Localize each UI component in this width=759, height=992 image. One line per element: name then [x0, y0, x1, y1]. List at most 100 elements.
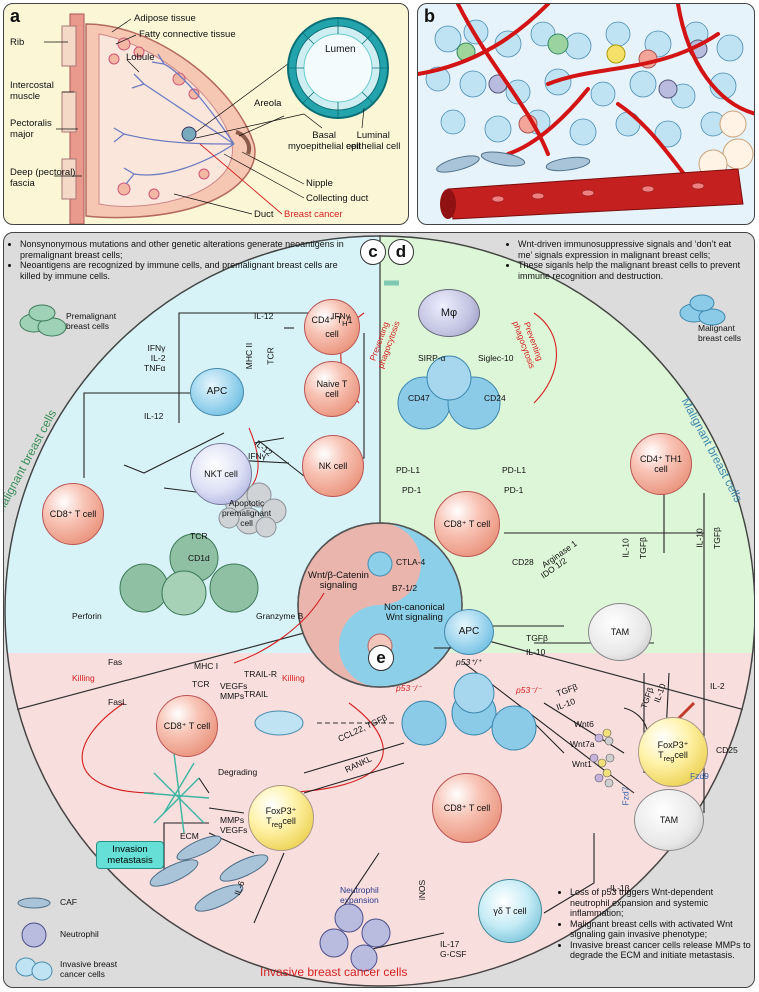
degrading-label: Degrading [218, 767, 258, 777]
tcr-label-a: TCR [265, 347, 276, 365]
p53-right-label: p53⁻/⁻ [516, 685, 542, 695]
collecting-duct-label: Collecting duct [306, 193, 369, 204]
breast-cancer-label: Breast cancer [284, 209, 343, 220]
luminal-cell-label: Luminal epithelial cell [346, 130, 401, 152]
inos-label: iNOS [417, 879, 428, 901]
cd24-label: CD24 [484, 393, 506, 403]
wnt6-label: Wnt6 [574, 719, 594, 729]
cytokines-label: IFNγ IL-2 TNFα [144, 343, 166, 373]
il10-apc-label: IL-10 [526, 647, 546, 657]
basal-cell-label: Basal myoepithelial cell [288, 130, 361, 152]
tcr-label-b: TCR [190, 531, 208, 541]
pectoralis-major-label: Pectoralis major [10, 118, 52, 140]
lumen-label: Lumen [325, 44, 356, 55]
tgfb-label-b: TGFβ [711, 527, 722, 549]
panel-d-label: d [388, 239, 414, 265]
tcr-label-c: TCR [192, 679, 210, 689]
malignant-cluster-d [397, 355, 501, 430]
mmps-vegfs-label: MMPs VEGFs [220, 815, 248, 835]
panel-a-breast-anatomy: a Rib Intercostal muscle Pectoralis majo… [3, 3, 409, 225]
panel-c-label: c [360, 239, 386, 265]
killing-label-right: Killing [282, 673, 305, 683]
ifng-label-a: IFNγ [332, 311, 350, 321]
areola-label: Areola [254, 98, 282, 109]
panel-d-notes: Wnt-driven immunosuppressive signals and… [508, 239, 746, 281]
nkt-cell: NKT cell [190, 443, 252, 505]
apc-cell-c: APC [190, 368, 244, 416]
granzyme-label: Granzyme B [256, 611, 304, 621]
panel-a-label: a [10, 6, 21, 26]
siglec-label: Siglec-10 [478, 353, 514, 363]
ctla4-label: CTLA-4 [396, 557, 426, 567]
treg-cell-e: FoxP3⁺Tregcell [248, 785, 314, 851]
treg-label-d: FoxP3⁺Tregcell [657, 740, 689, 763]
b7-label: B7-1/2 [392, 583, 418, 593]
macrophage-cell: Mφ [418, 289, 480, 337]
apc-cell-d: APC [444, 609, 494, 655]
mhc1-label: MHC I [194, 661, 219, 671]
wnt1-label: Wnt1 [572, 759, 592, 769]
tam-cell-d: TAM [588, 603, 652, 661]
panel-e-note-1: Loss of p53 triggers Wnt-dependent neutr… [570, 887, 752, 919]
il1b-label: IL-1β [610, 883, 630, 893]
gamma-delta-t-cell: γδ T cell [478, 879, 542, 943]
cd47-label: CD47 [408, 393, 430, 403]
tgfb-label-a: TGFβ [637, 537, 648, 559]
panel-b-label: b [424, 6, 435, 26]
yin-yang-symbol [297, 522, 463, 688]
intercostal-muscle-label: Intercostal muscle [10, 80, 54, 102]
il10-label-b: IL-10 [694, 528, 705, 548]
panel-e-note-3: Invasive breast cancer cells release MMP… [570, 940, 752, 961]
cd25-label: CD25 [716, 745, 738, 755]
pd1-label-right: PD-1 [504, 485, 524, 495]
cd28-label: CD28 [512, 557, 534, 567]
trail-r-label: TRAIL-R [244, 669, 278, 679]
tgfb-apc-label: TGFβ [526, 633, 548, 643]
naive-t-cell: Naive T cell [304, 361, 360, 417]
cd4-th1-cell-d: CD4⁺ TH1 cell [630, 433, 692, 495]
cd8-t-cell-top: CD8⁺ T cell [42, 483, 104, 545]
panel-d-note-1: Wnt-driven immunosuppressive signals and… [518, 239, 746, 260]
ecm-label: ECM [180, 831, 199, 841]
lobule-label: Lobule [126, 52, 155, 63]
il12-label-a: IL-12 [254, 311, 274, 321]
panel-e-notes: Loss of p53 triggers Wnt-dependent neutr… [560, 887, 752, 961]
neutrophil-expansion-label: Neutrophil expansion [340, 885, 379, 905]
treg-label-e: FoxP3⁺Tregcell [265, 806, 297, 829]
ifng-label-b: IFNγ [248, 451, 266, 461]
perforin-label: Perforin [72, 611, 102, 621]
il2-label: IL-2 [710, 681, 725, 691]
wnt7a-label: Wnt7a [570, 739, 595, 749]
il17-gcsf-label: IL-17 G-CSF [440, 939, 467, 959]
panel-c-note-1: Nonsynonymous mutations and other geneti… [20, 239, 350, 260]
fzd9-label: Fzd9 [690, 771, 709, 781]
wnt-beta-catenin-label: Wnt/β-Catenin signaling [308, 570, 369, 591]
legend-invasive-label: Invasive breast cancer cells [60, 959, 118, 979]
pd1-label-left: PD-1 [402, 485, 422, 495]
vegfs-mmps-label: VEGFs MMPs [220, 681, 248, 701]
mhc2-label: MHC II [244, 342, 255, 370]
panel-e-note-2: Malignant breast cells with activated Wn… [570, 919, 752, 940]
pdl1-label-right: PD-L1 [502, 465, 527, 475]
panel-d-note-2: These siganls help the malignant breast … [518, 260, 746, 281]
duct-label: Duct [254, 209, 274, 220]
main-circle-drawing [4, 235, 754, 987]
il10-label-a: IL-10 [620, 538, 631, 558]
panel-c-notes: Nonsynonymous mutations and other geneti… [10, 239, 350, 281]
fasl-label: FasL [108, 697, 127, 707]
invasive-cluster-e [401, 672, 537, 751]
p53-wt-label: p53⁺/⁺ [456, 657, 482, 667]
noncanonical-wnt-label: Non-canonical Wnt signaling [384, 602, 445, 623]
breast-anatomy-drawing [44, 13, 389, 224]
cd8-t-cell-e: CD8⁺ T cell [432, 773, 502, 843]
cd8-t-cell-d: CD8⁺ T cell [434, 491, 500, 557]
pdl1-label-left: PD-L1 [396, 465, 421, 475]
legend-caf-label: CAF [60, 897, 77, 907]
premalignant-cluster-c [119, 533, 259, 616]
sirpa-label: SIRP-α [418, 353, 446, 363]
killing-label-left: Killing [72, 673, 95, 683]
fzd7-label: Fzd7 [620, 786, 631, 806]
nipple-label: Nipple [306, 178, 333, 189]
